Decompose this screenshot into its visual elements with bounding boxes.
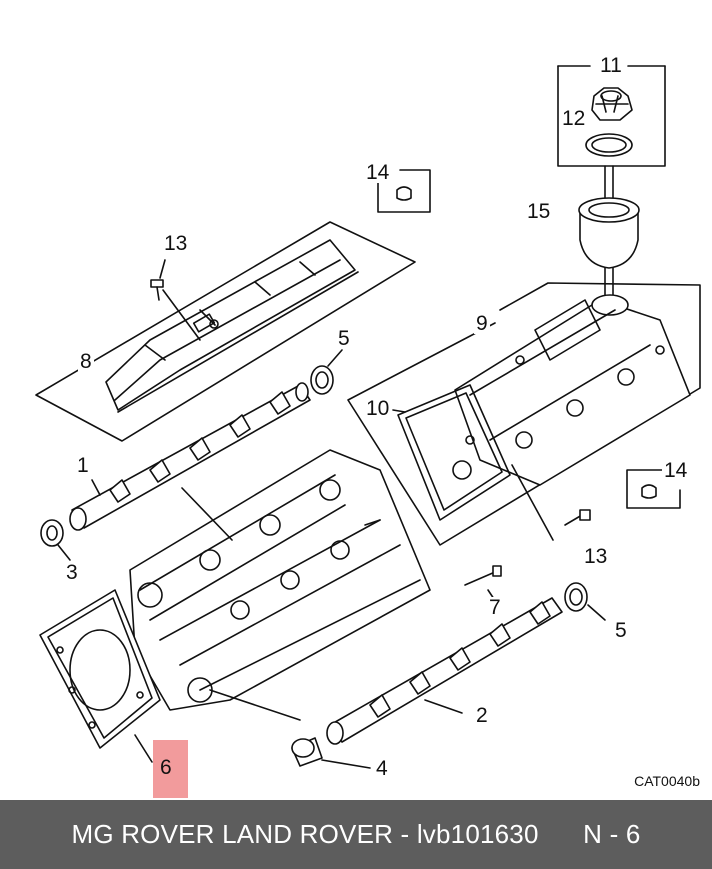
callout-6: 6 bbox=[160, 756, 172, 779]
camshaft-lower bbox=[326, 597, 563, 745]
highlighted-part-marker bbox=[153, 740, 188, 798]
callout-11: 11 bbox=[598, 54, 624, 77]
filler-cap-seal bbox=[585, 133, 633, 157]
callout-14-right: 14 bbox=[662, 459, 690, 482]
filler-cap-group-frame bbox=[557, 65, 666, 167]
callout-13-right: 13 bbox=[582, 545, 610, 568]
screw-box-top bbox=[377, 169, 431, 213]
left-cover-frame bbox=[35, 221, 416, 442]
right-camshaft-cover bbox=[454, 294, 691, 486]
right-cover-frame bbox=[347, 282, 701, 546]
callout-4: 4 bbox=[374, 757, 390, 780]
footer-bar: MG ROVER LAND ROVER - lvb101630 N - 6 bbox=[0, 800, 712, 869]
callout-3: 3 bbox=[64, 561, 80, 584]
leader-13b bbox=[511, 464, 554, 541]
callout-5-upper: 5 bbox=[336, 327, 352, 350]
exploded-parts-diagram bbox=[35, 65, 701, 769]
footer-brand-part: MG ROVER LAND ROVER - lvb101630 bbox=[71, 819, 539, 849]
footer-callout-number: N - 6 bbox=[583, 819, 641, 849]
camshaft-upper bbox=[69, 382, 311, 531]
callout-2: 2 bbox=[474, 704, 490, 727]
callout-12: 12 bbox=[560, 107, 588, 130]
callout-10: 10 bbox=[364, 397, 392, 420]
diagram-reference-code: CAT0040b bbox=[634, 773, 700, 789]
head-gasket bbox=[39, 589, 161, 763]
plug-4 bbox=[291, 737, 371, 769]
oil-seal-lower bbox=[564, 582, 606, 621]
oil-filler-cap bbox=[591, 87, 633, 121]
left-camshaft-cover bbox=[105, 239, 359, 413]
callout-14-top: 14 bbox=[364, 161, 392, 184]
oil-seal-3 bbox=[40, 519, 71, 561]
filler-neck bbox=[578, 165, 640, 301]
callout-15: 15 bbox=[525, 200, 553, 223]
bolt-13-left bbox=[150, 259, 201, 341]
callout-5-lower: 5 bbox=[613, 619, 629, 642]
callout-9: 9 bbox=[474, 312, 490, 335]
screw-box-right bbox=[626, 469, 681, 509]
bolt-13-right bbox=[564, 509, 591, 526]
cylinder-head bbox=[129, 449, 431, 721]
callout-13-left: 13 bbox=[162, 232, 190, 255]
callout-8: 8 bbox=[78, 350, 94, 373]
callout-1: 1 bbox=[75, 454, 91, 477]
cover-gasket-10 bbox=[392, 384, 511, 521]
oil-seal-upper bbox=[310, 349, 343, 395]
callout-7: 7 bbox=[487, 596, 503, 619]
leader-1 bbox=[91, 479, 101, 496]
